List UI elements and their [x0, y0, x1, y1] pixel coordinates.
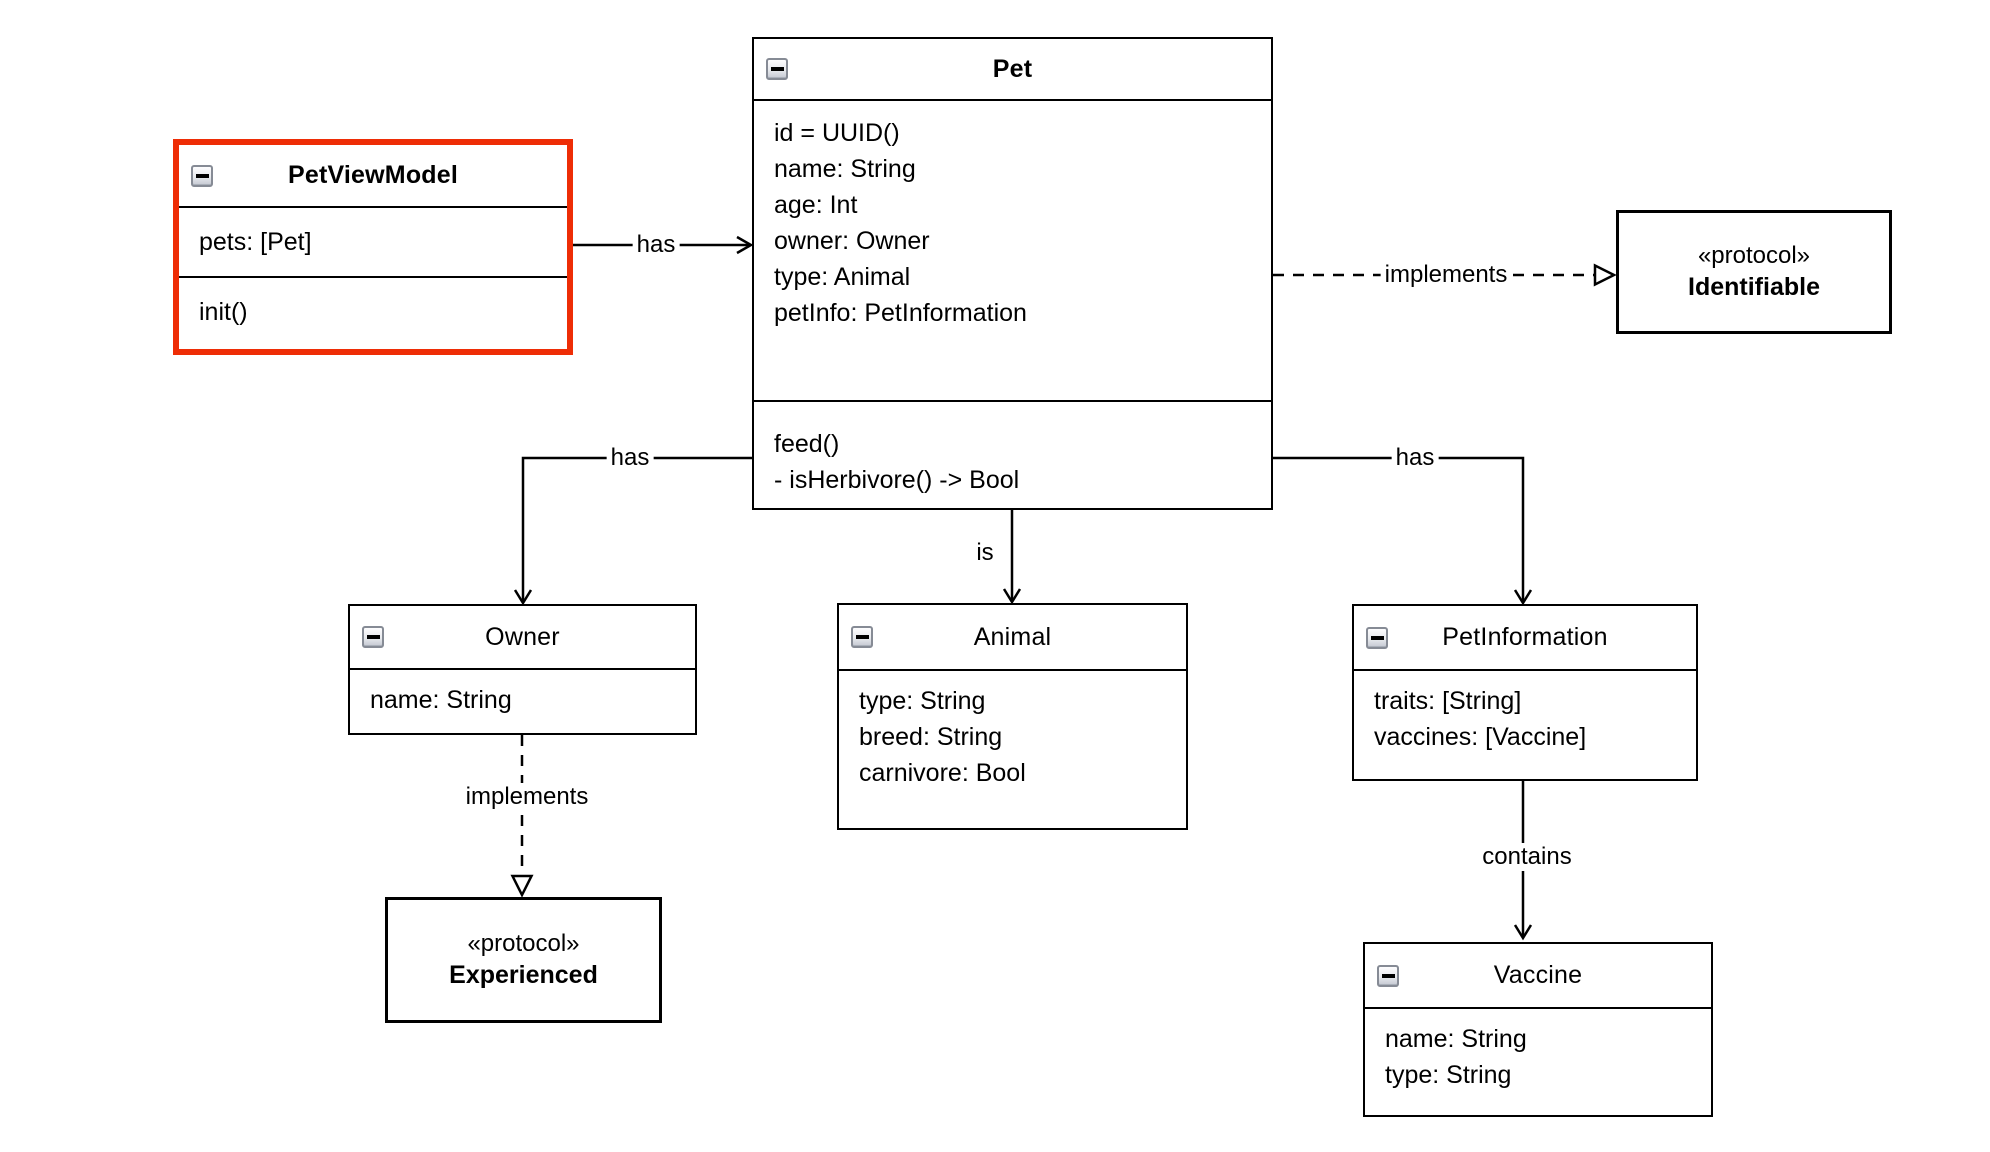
protocol-identifiable[interactable]: «protocol» Identifiable	[1616, 210, 1892, 334]
attribute-line: traits: [String]	[1374, 687, 1522, 715]
attribute-line: breed: String	[859, 723, 1003, 751]
collapse-icon[interactable]	[1377, 964, 1399, 987]
protocol-name: Identifiable	[1688, 273, 1820, 301]
arrowhead-open-icon	[1513, 924, 1533, 941]
owner-title-bar: Owner	[350, 606, 695, 668]
connector-pet-petinformation[interactable]	[1273, 456, 1533, 606]
arrowhead-open-icon	[1002, 588, 1022, 605]
collapse-minus-icon	[366, 635, 380, 639]
edge-label-is[interactable]: is	[972, 539, 998, 567]
animal-title-bar: Animal	[839, 605, 1186, 669]
class-animal[interactable]: Animal type: String breed: String carniv…	[837, 603, 1188, 830]
collapse-minus-icon	[855, 635, 869, 639]
attribute-line: petInfo: PetInformation	[774, 299, 1027, 327]
class-title: Owner	[485, 622, 560, 651]
edge-label-implements-2[interactable]: implements	[461, 783, 593, 811]
class-vaccine[interactable]: Vaccine name: String type: String	[1363, 942, 1713, 1117]
method-line: feed()	[774, 430, 840, 458]
arrowhead-open-icon	[1513, 589, 1533, 606]
class-title: Vaccine	[1493, 961, 1583, 989]
collapse-minus-icon	[195, 173, 209, 178]
pet-attributes: id = UUID() name: String age: Int owner:…	[754, 99, 1271, 400]
collapse-minus-icon	[1381, 973, 1395, 978]
collapse-minus-icon	[770, 67, 784, 71]
attribute-line: age: Int	[774, 191, 858, 219]
connector-pet-owner[interactable]	[513, 456, 752, 606]
attribute-line: type: String	[859, 687, 986, 715]
petviewmodel-attributes: pets: [Pet]	[179, 206, 567, 276]
class-title: Animal	[973, 622, 1052, 651]
attribute-line: type: Animal	[774, 263, 911, 291]
class-owner[interactable]: Owner name: String	[348, 604, 697, 735]
attribute-line: vaccines: [Vaccine]	[1374, 723, 1587, 751]
attribute-line: pets: [Pet]	[199, 228, 312, 256]
connector-pet-animal[interactable]	[1002, 510, 1022, 605]
vaccine-title-bar: Vaccine	[1365, 944, 1711, 1007]
arrowhead-open-icon	[513, 589, 533, 606]
attribute-line: id = UUID()	[774, 119, 900, 147]
protocol-experienced[interactable]: «protocol» Experienced	[385, 897, 662, 1023]
class-title: PetViewModel	[287, 161, 459, 189]
arrowhead-hollow-triangle-icon	[1593, 263, 1617, 287]
attribute-line: name: String	[774, 155, 916, 183]
edge-label-has-2[interactable]: has	[606, 444, 654, 472]
petviewmodel-methods: init()	[179, 276, 567, 349]
pet-title-bar: Pet	[754, 39, 1271, 99]
collapse-icon[interactable]	[851, 626, 873, 648]
class-petviewmodel[interactable]: PetViewModel pets: [Pet] init()	[173, 139, 573, 355]
animal-attributes: type: String breed: String carnivore: Bo…	[839, 669, 1186, 828]
owner-attributes: name: String	[350, 668, 695, 733]
collapse-icon[interactable]	[1366, 626, 1388, 649]
petinformation-attributes: traits: [String] vaccines: [Vaccine]	[1354, 669, 1696, 779]
edge-label-implements-1[interactable]: implements	[1380, 261, 1512, 289]
class-title: PetInformation	[1442, 623, 1608, 651]
collapse-icon[interactable]	[766, 58, 788, 80]
edge-label-has-1[interactable]: has	[632, 231, 680, 259]
collapse-icon[interactable]	[191, 164, 213, 187]
collapse-minus-icon	[1370, 635, 1384, 640]
attribute-line: name: String	[1385, 1025, 1527, 1053]
petinformation-title-bar: PetInformation	[1354, 606, 1696, 669]
vaccine-attributes: name: String type: String	[1365, 1007, 1711, 1115]
protocol-stereotype: «protocol»	[467, 930, 580, 957]
protocol-name: Experienced	[449, 961, 598, 989]
collapse-icon[interactable]	[362, 626, 384, 648]
arrowhead-open-icon	[736, 235, 754, 255]
petviewmodel-title-bar: PetViewModel	[179, 145, 567, 206]
method-line: init()	[199, 298, 248, 326]
method-line: - isHerbivore() -> Bool	[774, 466, 1020, 494]
attribute-line: name: String	[370, 686, 512, 714]
arrowhead-hollow-triangle-icon	[510, 874, 534, 898]
protocol-stereotype: «protocol»	[1697, 242, 1811, 269]
connector-owner-experienced[interactable]	[510, 735, 534, 898]
edge-label-has-3[interactable]: has	[1391, 444, 1439, 472]
pet-methods: feed() - isHerbivore() -> Bool	[754, 400, 1271, 508]
class-pet[interactable]: Pet id = UUID() name: String age: Int ow…	[752, 37, 1273, 510]
edge-label-contains[interactable]: contains	[1478, 843, 1576, 871]
attribute-line: type: String	[1385, 1061, 1512, 1089]
class-petinformation[interactable]: PetInformation traits: [String] vaccines…	[1352, 604, 1698, 781]
attribute-line: carnivore: Bool	[859, 759, 1026, 787]
class-title: Pet	[992, 54, 1033, 83]
attribute-line: owner: Owner	[774, 227, 930, 255]
